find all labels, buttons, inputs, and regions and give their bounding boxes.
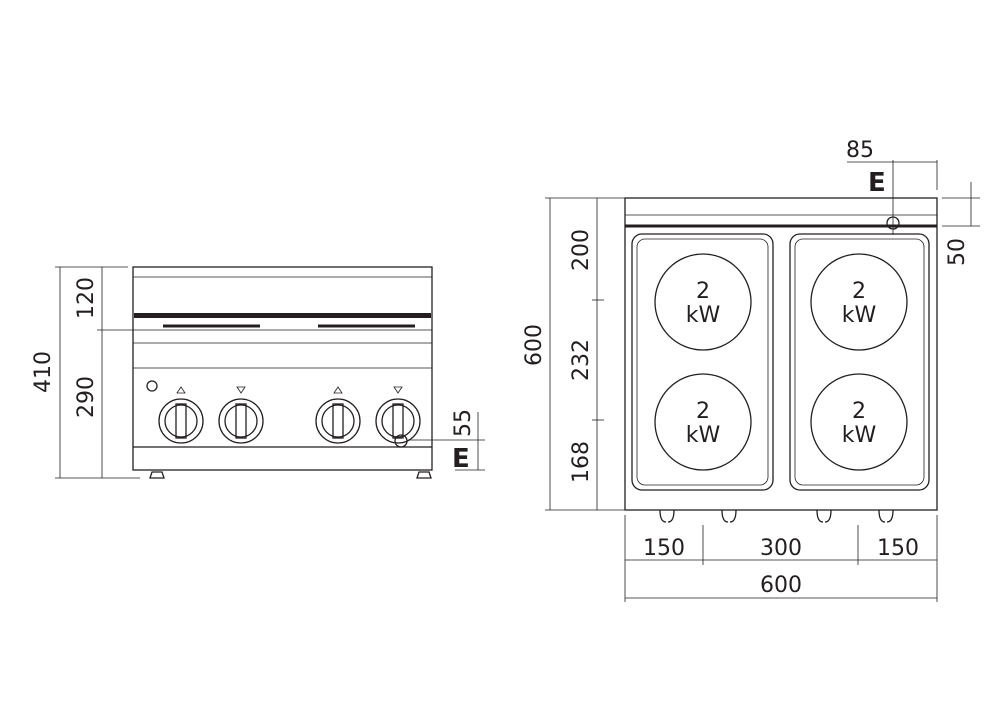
foot-icon [416,471,432,479]
connection-label: E [452,444,470,474]
dim-width-left: 150 [643,536,685,561]
svg-text:2: 2 [852,279,866,304]
foot-icon [149,471,165,479]
dim-connection-x: 85 [846,138,874,163]
electrical-connection-icon [394,434,408,448]
appliance-body [132,266,433,471]
top-view: 2 kW 2 kW 2 kW 2 kW 6 [522,138,980,602]
hotplate: 2 kW [654,253,752,351]
svg-text:kW: kW [686,303,721,328]
hotplate: 2 kW [810,373,908,471]
hotplate: 2 kW [810,253,908,351]
dim-connection-y: 50 [945,238,970,266]
dim-total-width: 600 [760,573,802,598]
knob-icon [218,386,264,444]
dim-zone-front: 200 [569,229,594,271]
knob-icon [158,386,204,444]
dim-zone-middle: 232 [569,339,594,381]
hob-lip [134,313,431,318]
svg-text:2: 2 [696,399,710,424]
knob-icon [375,386,421,444]
hotplate: 2 kW [654,373,752,471]
svg-text:kW: kW [842,303,877,328]
hob-zone-left [631,233,774,491]
dim-bottom-height: 290 [74,376,99,418]
svg-text:kW: kW [686,423,721,448]
dim-width-middle: 300 [760,536,802,561]
feet [659,509,894,523]
svg-text:2: 2 [852,399,866,424]
svg-text:kW: kW [842,423,877,448]
dim-connection-height: 55 [451,409,476,437]
dim-depth: 600 [522,324,547,366]
svg-text:2: 2 [696,279,710,304]
dim-zone-rear: 168 [569,441,594,483]
pilot-light-icon [146,380,158,392]
front-view: 410 120 290 55 E [31,266,485,479]
dim-top-height: 120 [74,277,99,319]
control-knobs [158,386,421,444]
dim-width-right: 150 [877,536,919,561]
appliance-top [624,197,938,511]
connection-label: E [868,168,886,198]
dim-total-height: 410 [31,351,56,393]
hob-zone-right [789,233,930,491]
knob-icon [315,386,361,444]
